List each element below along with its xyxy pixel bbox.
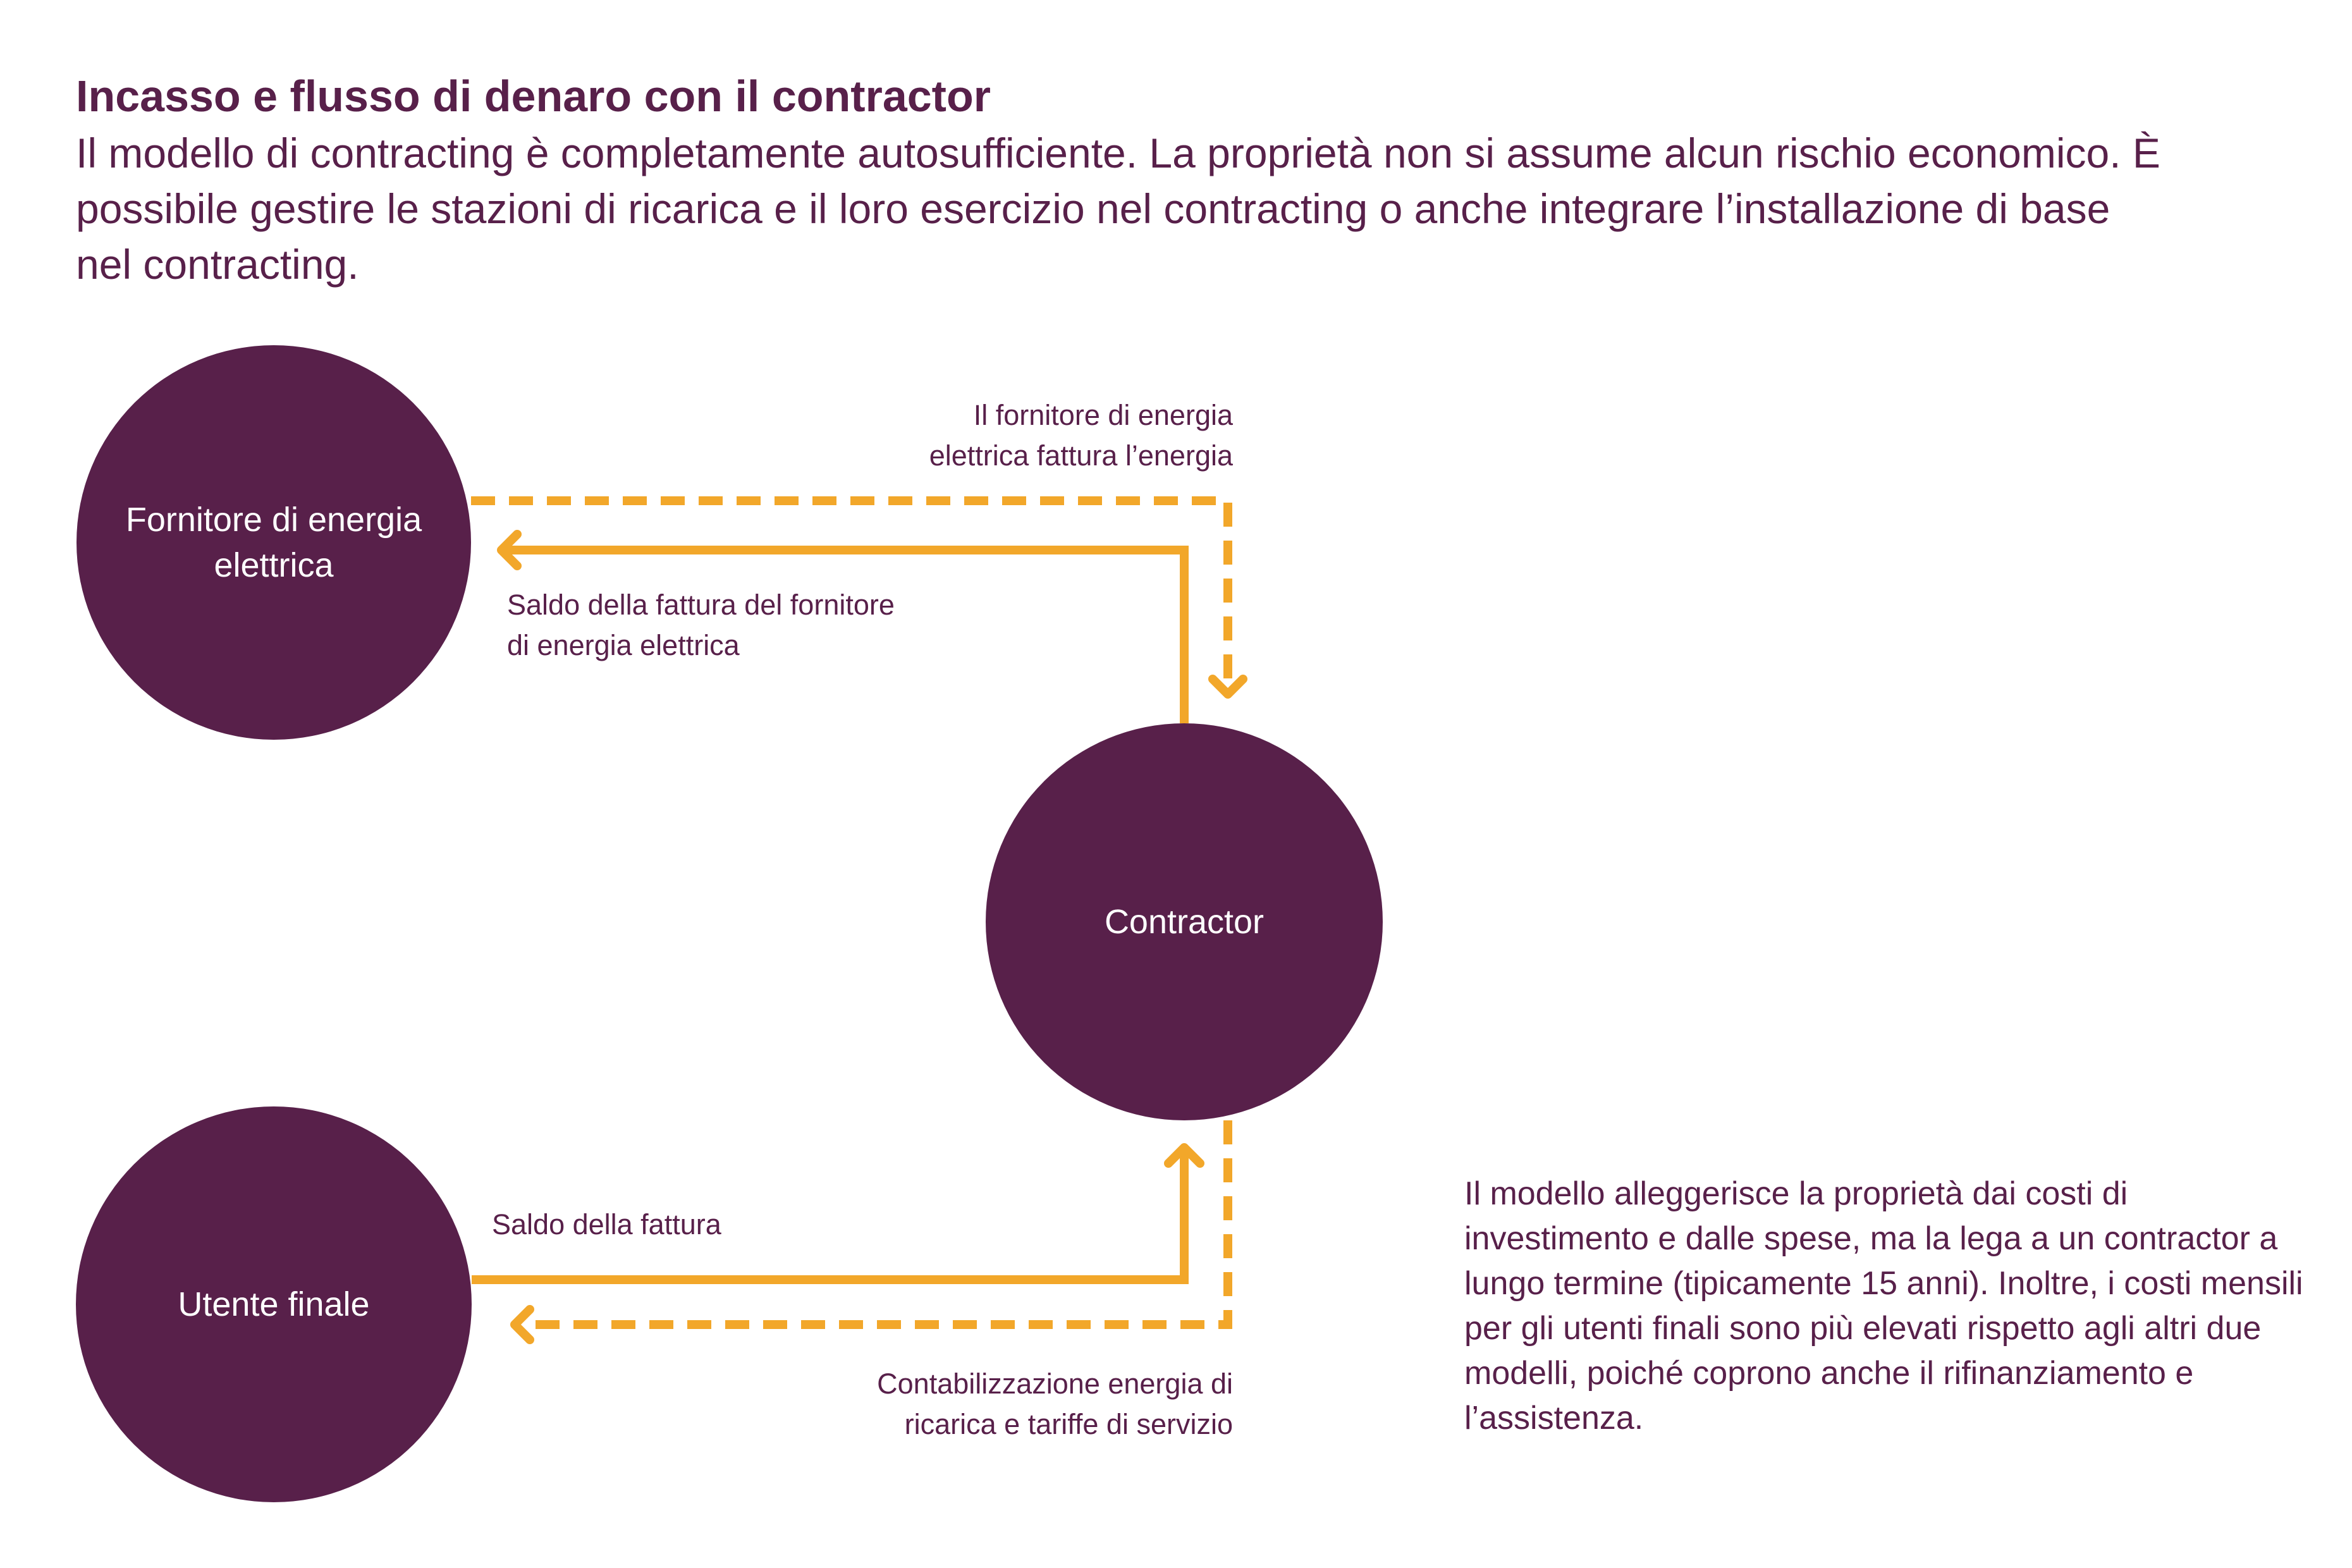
flow-supplier-invoice-line — [471, 496, 1232, 690]
flow-user-billing-arrowhead — [510, 1305, 534, 1344]
flow-supplier-payment-arrowhead — [497, 530, 522, 570]
node-end-user — [76, 1106, 472, 1502]
flow-user-payment-arrowhead — [1164, 1143, 1204, 1168]
node-supplier — [77, 345, 471, 740]
flow-supplier-invoice-arrowhead — [1208, 675, 1247, 699]
node-contractor-label: Contractor — [1104, 903, 1265, 941]
flow-supplier-invoice-line-2: elettrica fattura l’energia — [929, 439, 1233, 472]
flow-user-billing-label: Contabilizzazione energia di ricarica e … — [759, 1364, 1233, 1445]
flow-supplier-invoice-line-1: Il fornitore di energia — [973, 399, 1233, 431]
side-note: Il modello alleggerisce la proprietà dai… — [1464, 1175, 2303, 1436]
node-end-user-label: Utente finale — [178, 1285, 370, 1323]
flow-user-billing-line-2: ricarica e tariffe di servizio — [904, 1408, 1233, 1440]
flow-supplier-payment-line-2: di energia elettrica — [507, 629, 740, 661]
flow-supplier-payment-line-1: Saldo della fattura del fornitore — [507, 589, 895, 621]
node-supplier-label: Fornitore di energia elettrica — [125, 501, 422, 584]
flow-supplier-payment-label: Saldo della fattura del fornitore di ene… — [507, 585, 895, 666]
flow-supplier-payment-line — [501, 546, 1189, 723]
intro-text: Il modello di contracting è completament… — [76, 130, 2160, 288]
flow-supplier-invoice-label: Il fornitore di energia elettrica fattur… — [822, 395, 1233, 476]
flow-user-billing-line-1: Contabilizzazione energia di — [877, 1368, 1233, 1400]
page-title: Incasso e flusso di denaro con il contra… — [76, 71, 991, 121]
flow-user-billing-line — [525, 1120, 1232, 1329]
flow-user-payment-label: Saldo della fattura — [492, 1208, 721, 1240]
header: Incasso e flusso di denaro con il contra… — [76, 67, 2226, 292]
node-contractor — [986, 723, 1383, 1120]
flow-user-payment-line — [472, 1148, 1189, 1284]
